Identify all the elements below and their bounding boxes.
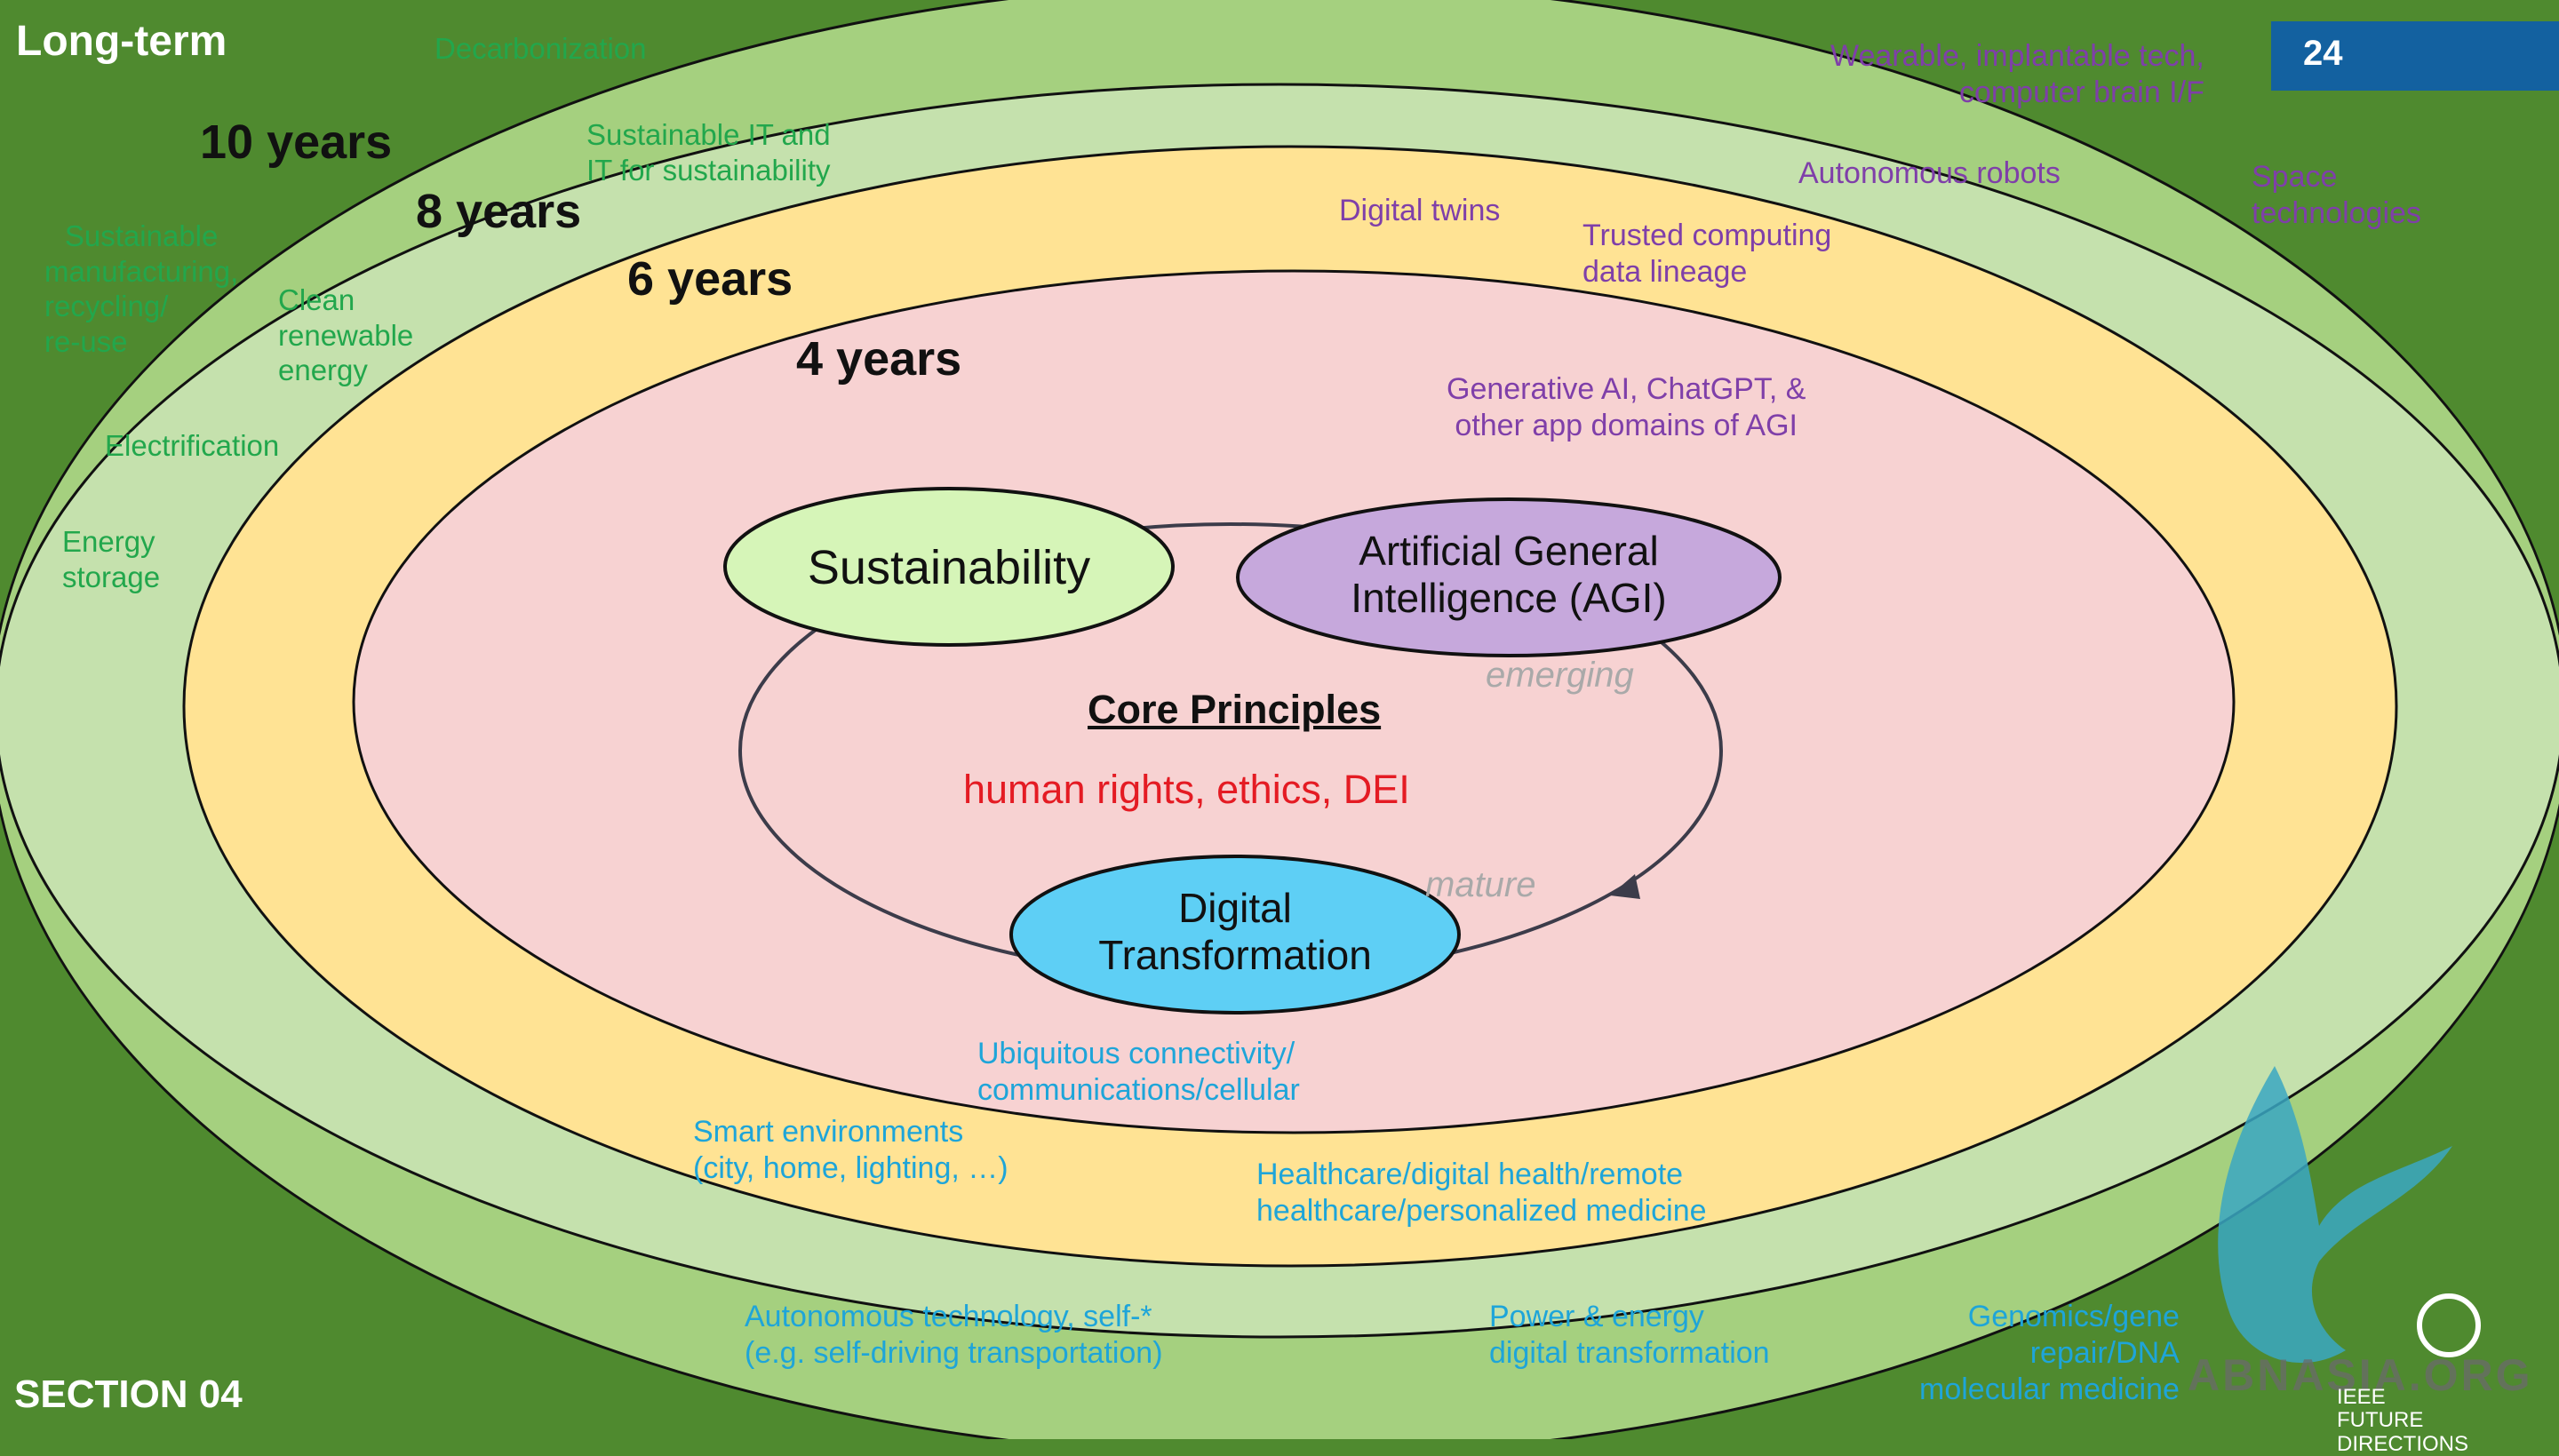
- topic-line: Clean: [278, 283, 355, 316]
- topic-line: Space: [2252, 160, 2338, 194]
- topic-line: other app domains of AGI: [1455, 408, 1798, 442]
- ring-label-6-years: 6 years: [627, 252, 793, 306]
- topic-healthcare: Healthcare/digital health/remote healthc…: [1256, 1157, 1707, 1229]
- topic-autonomous-technology: Autonomous technology, self-* (e.g. self…: [745, 1299, 1163, 1372]
- topic-autonomous-robots: Autonomous robots: [1798, 156, 2061, 190]
- topic-decarbonization: Decarbonization: [434, 32, 647, 65]
- topic-space-technologies: Space technologies: [2252, 159, 2421, 232]
- topic-line: repair/DNA: [2029, 1335, 2180, 1370]
- topic-line: molecular medicine: [1919, 1372, 2180, 1406]
- oval-line: Artificial General: [1359, 528, 1659, 574]
- topic-line: Autonomous technology, self-*: [745, 1300, 1152, 1333]
- topic-line: Ubiquitous connectivity/: [977, 1037, 1295, 1070]
- topic-line: IT for sustainability: [586, 153, 831, 187]
- topic-line: communications/cellular: [977, 1072, 1300, 1107]
- long-term-label: Long-term: [16, 18, 227, 65]
- topic-sustainable-manufacturing: Sustainable manufacturing, recycling/ re…: [44, 219, 238, 359]
- topic-energy-storage: Energy storage: [62, 524, 160, 594]
- topic-line: Smart environments: [693, 1115, 964, 1149]
- ieee-future-directions-logo: IEEE FUTURE DIRECTIONS: [2337, 1385, 2559, 1456]
- topic-line: Energy: [62, 525, 155, 558]
- digital-transformation-label: Digital Transformation: [1057, 885, 1413, 979]
- bird-watermark-logo: [2218, 1066, 2452, 1364]
- topic-line: Sustainable IT and: [586, 118, 831, 151]
- topic-clean-energy: Clean renewable energy: [278, 282, 413, 388]
- topic-wearable-tech: Wearable, implantable tech, computer bra…: [1830, 38, 2204, 111]
- oval-line: Digital: [1178, 885, 1292, 931]
- topic-line: Healthcare/digital health/remote: [1256, 1158, 1684, 1191]
- topic-line: data lineage: [1582, 254, 1748, 289]
- topic-line: re-use: [44, 324, 128, 358]
- topic-line: Power & energy: [1489, 1300, 1704, 1333]
- topic-line: renewable: [278, 318, 414, 352]
- topic-line: Genomics/gene: [1967, 1300, 2180, 1333]
- topic-line: Sustainable: [64, 219, 219, 252]
- logo-line: FUTURE DIRECTIONS: [2337, 1408, 2469, 1456]
- sustainability-label: Sustainability: [807, 541, 1091, 594]
- topic-line: Trusted computing: [1582, 219, 1832, 252]
- watermark-text: ABNASIA.ORG: [2188, 1350, 2533, 1400]
- agi-oval: [1236, 497, 1782, 657]
- ring-label-10-years: 10 years: [200, 115, 393, 169]
- topic-smart-environments: Smart environments (city, home, lighting…: [693, 1114, 1008, 1187]
- section-label: SECTION 04: [14, 1372, 243, 1416]
- core-principles-title: Core Principles: [1088, 687, 1382, 732]
- topic-sustainable-it: Sustainable IT and IT for sustainability: [586, 117, 831, 187]
- topic-digital-twins: Digital twins: [1339, 194, 1501, 227]
- page-number-badge: [2271, 21, 2559, 91]
- topic-trusted-computing: Trusted computing data lineage: [1582, 218, 1831, 290]
- topic-line: (city, home, lighting, …): [693, 1150, 1008, 1185]
- topic-generative-ai: Generative AI, ChatGPT, & other app doma…: [1447, 371, 1806, 444]
- topic-line: computer brain I/F: [1958, 75, 2204, 109]
- oval-line: Transformation: [1098, 931, 1372, 978]
- topic-genomics: Genomics/gene repair/DNA molecular medic…: [1919, 1299, 2180, 1407]
- ring-4-years: [352, 269, 2236, 1134]
- topic-line: (e.g. self-driving transportation): [745, 1335, 1163, 1370]
- core-principles-text: human rights, ethics, DEI: [963, 767, 1410, 812]
- ring-label-4-years: 4 years: [796, 332, 962, 386]
- topic-line: technologies: [2252, 195, 2421, 230]
- logo-line: IEEE: [2337, 1385, 2386, 1409]
- ieee-swirl-icon: [2417, 1293, 2481, 1357]
- oval-line: Intelligence (AGI): [1351, 574, 1667, 621]
- topic-line: digital transformation: [1489, 1335, 1770, 1370]
- topic-line: healthcare/personalized medicine: [1256, 1193, 1707, 1228]
- digital-transformation-oval: [1009, 855, 1461, 1014]
- topic-line: storage: [62, 560, 161, 593]
- emerging-label: emerging: [1486, 656, 1634, 695]
- mature-label: mature: [1425, 865, 1536, 904]
- topic-electrification: Electrification: [105, 429, 280, 462]
- page-number: 24: [2303, 34, 2343, 73]
- topic-line: Generative AI, ChatGPT, &: [1447, 372, 1806, 406]
- topic-power-energy: Power & energy digital transformation: [1489, 1299, 1770, 1372]
- sustainability-oval: [723, 487, 1175, 647]
- topic-line: recycling/: [44, 290, 169, 323]
- agi-label: Artificial General Intelligence (AGI): [1287, 528, 1731, 622]
- topic-line: manufacturing,: [44, 254, 239, 288]
- cycle-arrowhead: [1610, 874, 1640, 899]
- topic-line: energy: [278, 354, 368, 387]
- topic-line: Wearable, implantable tech,: [1830, 39, 2204, 73]
- topic-ubiquitous-connectivity: Ubiquitous connectivity/ communications/…: [977, 1036, 1300, 1109]
- ring-label-8-years: 8 years: [416, 185, 582, 238]
